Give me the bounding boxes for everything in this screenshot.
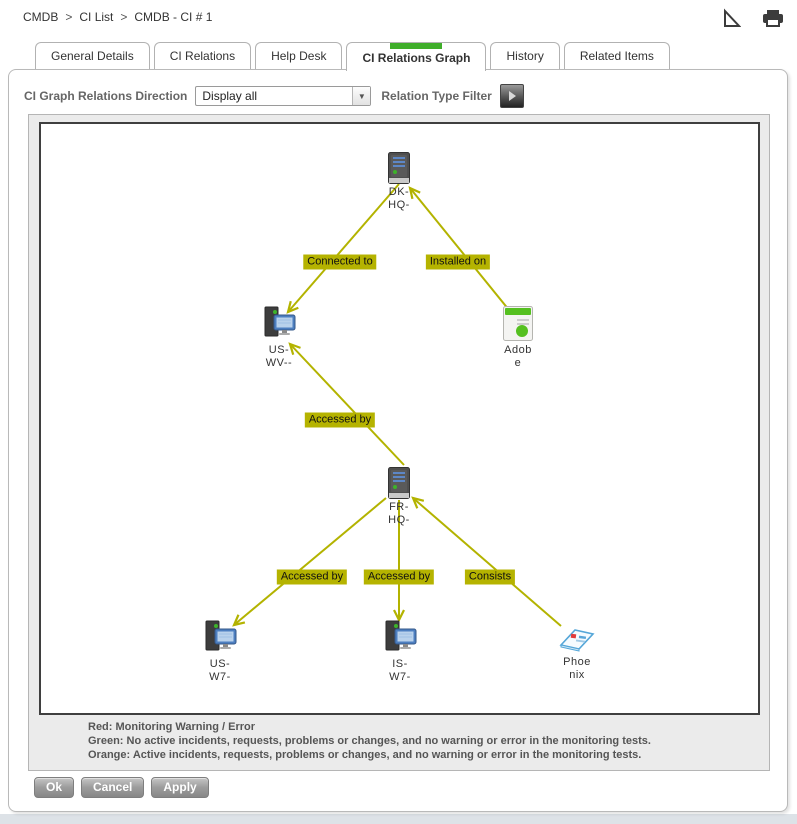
node-label: US- W7- [209,658,231,683]
node-label: Phoe nix [563,656,591,681]
breadcrumb-item-ci-list[interactable]: CI List [79,10,114,24]
graph-canvas: Connected to Installed on Accessed by Ac… [39,122,760,715]
active-tab-indicator [390,43,443,49]
computer-icon [264,306,296,337]
filter-control: Relation Type Filter [381,84,524,108]
bottom-strip [0,814,797,824]
direction-dropdown[interactable]: Display all ▼ [195,86,372,106]
node-us-wv[interactable]: US- WV-- [255,306,303,370]
tab-history[interactable]: History [490,42,560,69]
breadcrumb-item-cmdb[interactable]: CMDB [23,10,59,24]
computer-icon [385,620,417,651]
tab-bar: General Details CI Relations Help Desk C… [35,42,674,71]
tab-label: CI Relations Graph [362,51,471,65]
edge-label-accessed-by: Accessed by [276,569,348,585]
edge-label-installed-on: Installed on [425,254,491,270]
tab-ci-relations-graph[interactable]: CI Relations Graph [346,42,487,71]
filter-expand-button[interactable] [499,84,524,108]
direction-label: CI Graph Relations Direction [24,89,188,103]
node-fr-hq[interactable]: FR- HQ- [375,467,423,527]
node-label: US- WV-- [265,344,293,369]
node-phoenix[interactable]: Phoe nix [553,624,601,682]
graph-controls: CI Graph Relations Direction Display all… [24,84,524,108]
cancel-button[interactable]: Cancel [81,777,145,798]
legend-line-green: Green: No active incidents, requests, pr… [88,735,651,747]
ok-button[interactable]: Ok [34,777,75,798]
server-icon [388,467,410,499]
node-label: DK- HQ- [388,186,410,211]
printer-icon[interactable] [761,8,785,35]
node-adobe[interactable]: Adob e [494,306,542,370]
play-icon [508,91,516,101]
breadcrumb-separator: > [65,10,73,24]
graph-edges [232,183,562,627]
legend-line-orange: Orange: Active incidents, requests, prob… [88,749,642,761]
server-icon [388,152,410,184]
footer-buttons: Ok Cancel Apply [34,777,209,798]
edge-label-connected-to: Connected to [303,254,377,270]
edge-label-consists: Consists [464,569,516,585]
graph-container: Connected to Installed on Accessed by Ac… [28,114,770,771]
open-book-icon [559,629,595,652]
chevron-down-icon[interactable]: ▼ [352,87,371,105]
select-tool-icon[interactable] [719,8,742,35]
legend-line-red: Red: Monitoring Warning / Error [88,721,256,733]
tab-help-desk[interactable]: Help Desk [255,42,343,69]
breadcrumb-item-current: CMDB - CI # 1 [134,10,213,24]
graph-legend: Red: Monitoring Warning / Error Green: N… [88,720,651,762]
breadcrumb: CMDB > CI List > CMDB - CI # 1 [23,10,212,24]
node-us-w7[interactable]: US- W7- [196,620,244,684]
node-label: IS- W7- [389,658,411,683]
edge-label-accessed-by: Accessed by [304,412,376,428]
tab-general-details[interactable]: General Details [35,42,150,69]
node-label: FR- HQ- [388,501,410,526]
tab-related-items[interactable]: Related Items [563,42,670,69]
direction-dropdown-value: Display all [202,89,258,103]
node-dk-hq[interactable]: DK- HQ- [375,152,423,212]
software-package-icon [503,306,533,341]
node-label: Adob e [504,344,532,369]
breadcrumb-separator: > [120,10,128,24]
edge-label-accessed-by: Accessed by [363,569,435,585]
computer-icon [205,620,237,651]
tab-ci-relations[interactable]: CI Relations [153,42,252,69]
node-is-w7[interactable]: IS- W7- [376,620,424,684]
apply-button[interactable]: Apply [151,777,209,798]
header-icons [719,8,785,35]
filter-label: Relation Type Filter [381,89,492,103]
tab-content-panel: CI Graph Relations Direction Display all… [8,69,788,812]
